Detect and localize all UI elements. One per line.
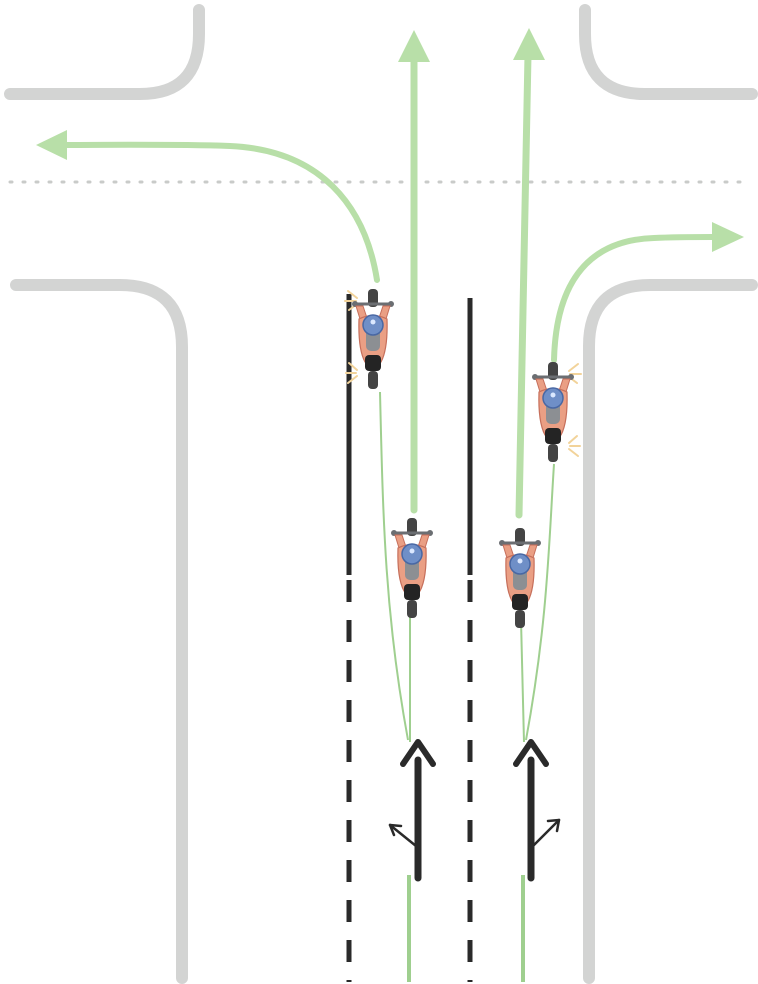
bottom-left-curb (10, 279, 188, 984)
left-turning-rider (344, 289, 394, 389)
motorcycle-rider-icon (352, 289, 394, 389)
road-edges (4, 4, 758, 984)
right-turn-path (551, 234, 715, 363)
straight-and-left-arrow-icon (388, 739, 436, 882)
right-turning-rider (532, 362, 582, 462)
right-lane-straight-path (515, 51, 532, 519)
left-turn-path (51, 141, 380, 283)
straight-and-right-arrow-icon (513, 739, 561, 882)
motorcycle-rider-icon (391, 518, 433, 618)
top-right-curb (579, 4, 758, 100)
right-straight-rider-trail (520, 619, 525, 743)
movement-paths (36, 28, 744, 982)
motorcycle-rider-icon (532, 362, 574, 462)
left-turn-arrowhead (36, 130, 67, 160)
left-lane-straight-rider (391, 518, 433, 618)
lane-markings (346, 294, 473, 982)
motorcycle-rider-icon (499, 528, 541, 628)
right-turn-arrowhead (712, 222, 744, 252)
bottom-right-curb (583, 279, 758, 984)
left-lane-straight-arrowhead (398, 30, 430, 62)
left-turning-rider-trail (379, 391, 409, 741)
right-turning-rider-trail (525, 463, 555, 741)
top-left-curb (4, 4, 205, 100)
right-lane-straight-arrowhead (513, 28, 545, 60)
right-indicator-glow-icon (568, 363, 582, 457)
right-lane-straight-rider (499, 528, 541, 628)
